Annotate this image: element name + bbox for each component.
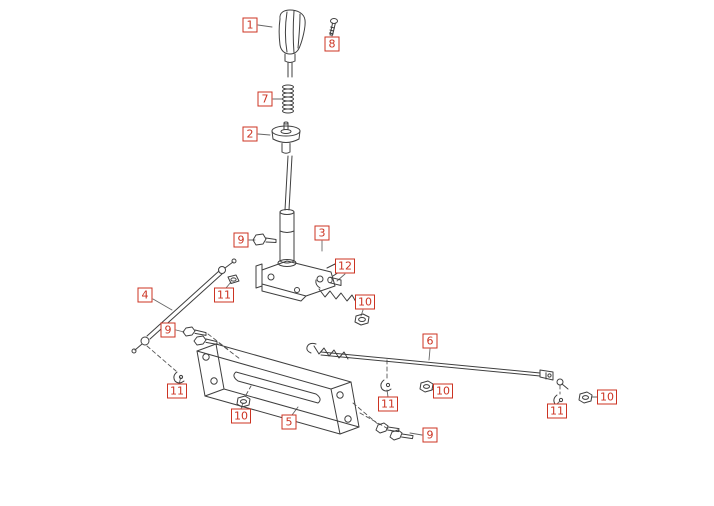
part-nut-b — [227, 274, 240, 284]
part-nut-a — [354, 313, 370, 326]
part-retainer-clip-mid — [380, 379, 392, 392]
part-bolt-upper — [252, 233, 277, 246]
part-coil-spring — [282, 84, 294, 114]
callout-11: 11 — [214, 287, 234, 303]
part-mounting-bracket — [196, 343, 360, 435]
callout-11: 11 — [378, 396, 398, 412]
callout-6: 6 — [422, 333, 438, 349]
callout-2: 2 — [242, 126, 258, 142]
part-retainer-clip-left — [173, 371, 185, 384]
callout-3: 3 — [314, 225, 330, 241]
part-lever-shaft — [279, 155, 295, 264]
part-nut-c — [236, 395, 251, 408]
callout-11: 11 — [167, 383, 187, 399]
callout-9: 9 — [160, 322, 176, 338]
callout-10: 10 — [231, 408, 251, 424]
part-lever-seat — [271, 121, 301, 154]
part-shift-knob — [278, 9, 306, 78]
callout-11: 11 — [547, 403, 567, 419]
callout-1: 1 — [242, 17, 258, 33]
callout-9: 9 — [233, 232, 249, 248]
part-bracket — [255, 259, 340, 302]
callout-12: 12 — [335, 258, 355, 274]
part-nut-d — [419, 380, 434, 393]
callout-7: 7 — [257, 91, 273, 107]
part-long-rod — [306, 342, 569, 390]
part-nut-e — [578, 391, 593, 404]
callout-10: 10 — [433, 383, 453, 399]
part-screw — [328, 18, 338, 36]
callout-8: 8 — [324, 36, 340, 52]
callout-10: 10 — [597, 389, 617, 405]
callout-4: 4 — [137, 287, 153, 303]
part-bolts-bottom — [375, 422, 414, 441]
callout-5: 5 — [281, 414, 297, 430]
callout-9: 9 — [422, 427, 438, 443]
part-return-spring — [315, 279, 357, 303]
part-pivot-pin — [327, 276, 342, 286]
callout-10: 10 — [355, 294, 375, 310]
